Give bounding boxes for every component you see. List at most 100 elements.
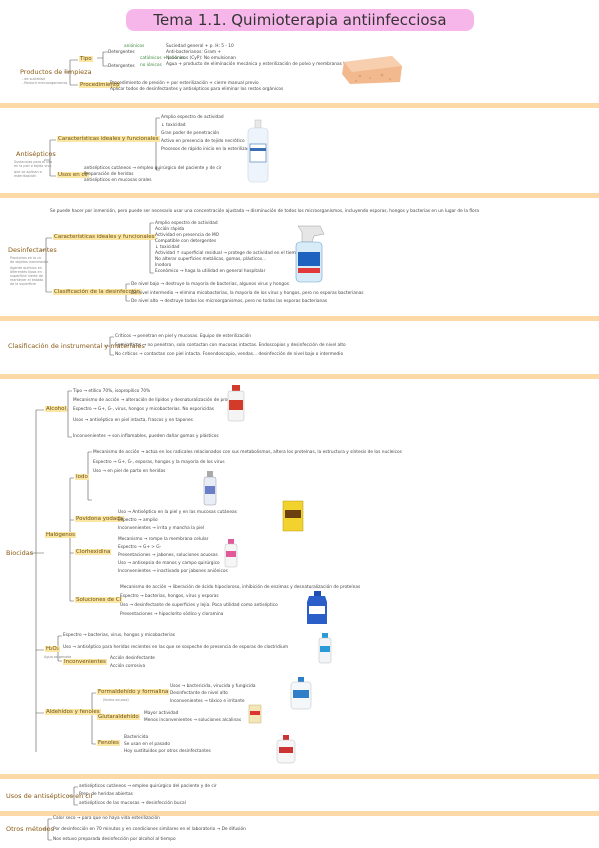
section-divider: [0, 374, 599, 379]
clorhexidina-item: Espectro → G+ > G-: [118, 545, 162, 550]
caracteristica-item: Inodoro: [155, 263, 172, 268]
note-line: diferentes tipos en: [10, 270, 42, 274]
fenoles-item: Hoy sustituidos por otros desinfectantes: [124, 749, 211, 754]
formaldehido-item: Usos → bactericida, virucida y fungicida: [170, 684, 256, 689]
procedimiento-label: Procedimiento: [79, 82, 121, 88]
alcohol-item: Espectro → G+, G-, virus, hongos y micob…: [73, 407, 214, 412]
clasificacion-item: De nivel intermedio → elimina micobacter…: [131, 291, 364, 296]
note-line: de la superficie: [10, 282, 36, 286]
iodo-label: Iodo: [75, 474, 89, 480]
caracteristica-item: Actividad ↑ superficial residual → prote…: [155, 251, 302, 256]
section-divider: [0, 774, 599, 779]
hand-sanitizer-image: [247, 119, 269, 183]
productos-limpieza-heading: Productos de limpieza: [20, 68, 92, 76]
uso-item: Preparación de heridas: [84, 172, 134, 177]
procedimiento-item: Procedimiento de presión + por esteriliz…: [110, 81, 259, 86]
fenoles-item: Bactericida: [124, 735, 149, 740]
critico-item: Críticos → penetran en piel y mucosas. E…: [115, 334, 251, 339]
caracteristica-item: ↓ toxicidad: [155, 245, 180, 250]
tipo-tag: catiónicos + jabones: [140, 56, 185, 61]
usos-label: Usos en cir: [57, 172, 90, 178]
alcohol-bottle-image: [227, 385, 245, 422]
caracteristica-item: Gran poder de penetración: [161, 131, 220, 136]
aldehidos-label: Aldehídos y fenoles: [45, 709, 101, 715]
glutaraldehido-item: Menos inconvenientes → soluciones alcali…: [144, 718, 242, 723]
caracteristica-item: Amplio espectro de actividad: [161, 115, 224, 120]
glutaraldehido-item: Mayor actividad: [144, 711, 179, 716]
uso-antiseptico-item: antisépticos cutáneos → empleo quirúrgic…: [79, 784, 217, 789]
halogenos-label: Halógenos: [45, 532, 76, 538]
semicritico-item: Semicríticos → no penetran, solo contact…: [115, 343, 346, 348]
clorhexidina-item: Uso → antisepsia de manos y campo quirúr…: [118, 561, 220, 566]
caracteristica-item: Acción rápida: [155, 227, 185, 232]
iodo-item: Mecanismo de acción → actúa en los radic…: [93, 450, 402, 455]
antisepticos-heading: Antisépticos: [16, 150, 56, 158]
h2o2-item: Uso → antiséptico para heridas recientes…: [63, 645, 289, 650]
page-title: Tema 1.1. Quimioterapia antiinfecciosa: [153, 11, 447, 29]
caracteristica-item: No alterar superficies metálicas, gomas,…: [155, 257, 267, 262]
h2o2-sublabel: Agua oxigenada: [44, 655, 72, 659]
tipo-desc: No iónicos (CyP): No emulsionan: [166, 56, 236, 61]
uso-antiseptico-item: antisépticos de las mucosas → desinfecci…: [79, 801, 186, 806]
tipo-desc: Suciedad general + p. H: 5 - 10: [166, 44, 234, 49]
soluciones-cl-label: Soluciones de Cl: [75, 597, 123, 603]
otro-metodo-item: Por desinfección en 70 minutos y en cond…: [53, 827, 246, 832]
soluciones-cl-item: Espectro → bacterias, hongos, virus y es…: [120, 594, 219, 599]
clorhexidina-item: Inconvenientes → inactivado por jabones …: [118, 569, 228, 574]
povidona-label: Povidona yodada: [75, 516, 125, 522]
povidona-item: Uso → Antiséptico en la piel y en las mu…: [118, 510, 237, 515]
uso-item: antisépticos cutáneos → empleo quirúrgic…: [84, 166, 222, 171]
glutaraldehyde-box-image: [248, 704, 262, 724]
bleach-bottle-image: [307, 591, 327, 624]
povidona-item: Inconvenientes → irrita y mancha la piel: [118, 526, 205, 531]
section-divider: [0, 193, 599, 198]
section-divider: [0, 316, 599, 321]
tipo-desc: Anti-bacterianos: Gram +: [166, 50, 222, 55]
clasificacion-item: De nivel bajo → destruye la mayoría de b…: [131, 282, 289, 287]
alcohol-label: Alcohol: [45, 406, 68, 412]
fenoles-item: Se usan en el pasado: [124, 742, 170, 747]
caracteristica-item: Actividad en presencia de MO: [155, 233, 220, 238]
note-line: esterilización: [14, 174, 37, 178]
iodo-item: Uso → en piel de parto en heridas: [93, 469, 166, 474]
tipo-label: Tipo: [79, 56, 93, 62]
clorhexidina-label: Clorhexidina: [75, 549, 112, 555]
note-line: en la piel o tejido vivo: [14, 164, 52, 168]
note-line: - Reducir microorganismos: [22, 81, 68, 85]
povidone-box-image: [282, 500, 304, 532]
h2o2-item: Espectro → bacterias, virus, hongos y mi…: [63, 633, 176, 638]
formaldehido-item: Inconvenientes → tóxico e irritante: [170, 699, 245, 704]
phenol-jug-image: [276, 735, 296, 764]
intro-text: Se puede hacer por inmersión, pero puede…: [50, 209, 480, 214]
soluciones-cl-item: Mecanismo de acción → liberación de ácid…: [120, 585, 361, 590]
no-critico-item: No críticos → contactan con piel intacta…: [115, 352, 344, 357]
note-line: Productos en la cir: [10, 256, 42, 260]
h2o2-inconvenientes-label: Inconvenientes: [63, 659, 107, 665]
spray-bottle-image: [295, 225, 325, 283]
alcohol-item: Usos → antiséptico en piel intacta, fras…: [73, 418, 193, 423]
iodine-spray-image: [203, 471, 217, 506]
sponge-image: [342, 56, 402, 84]
alcohol-item: Inconvenientes → son inflamables, pueden…: [73, 434, 219, 439]
h2o2-label: H₂O₂: [45, 646, 60, 652]
desinfectantes-heading: Desinfectantes: [8, 246, 57, 254]
caracteristicas-label: Características ideales y funcionales: [57, 136, 160, 142]
usos-antisepticos-heading: Usos de antisépticos en cir: [6, 792, 94, 800]
uso-antiseptico-item: Prep. de heridas abiertas: [79, 792, 133, 797]
povidona-item: Espectro → amplio: [118, 518, 158, 523]
caracteristica-item: Procesos de rápido inicio en la esterili…: [161, 147, 257, 152]
biocidas-heading: Biocidas: [6, 549, 34, 557]
formaldehyde-jug-image: [290, 677, 312, 710]
note-line: Sustancias para el uso: [14, 160, 53, 164]
peroxide-bottle-image: [318, 633, 332, 664]
clasificacion-item: De nivel alto → destruye todos los micro…: [131, 299, 328, 304]
soluciones-cl-item: Uso → desinfectante de superficies y lej…: [120, 603, 278, 608]
tipo-tag: no iónicos: [140, 63, 162, 68]
note-line: de objetos inanimados: [10, 260, 49, 264]
tipo-desc: Agua + producto de eliminación mecánica …: [166, 62, 365, 67]
note-line: superficie inerte de: [10, 274, 43, 278]
soluciones-cl-item: Presentaciones → hipoclorito sódico y cl…: [120, 612, 224, 617]
caracteristica-item: Compatible con detergentes: [155, 239, 217, 244]
clasificacion-instrumental-heading: Clasificación de instrumental y material…: [8, 342, 145, 350]
